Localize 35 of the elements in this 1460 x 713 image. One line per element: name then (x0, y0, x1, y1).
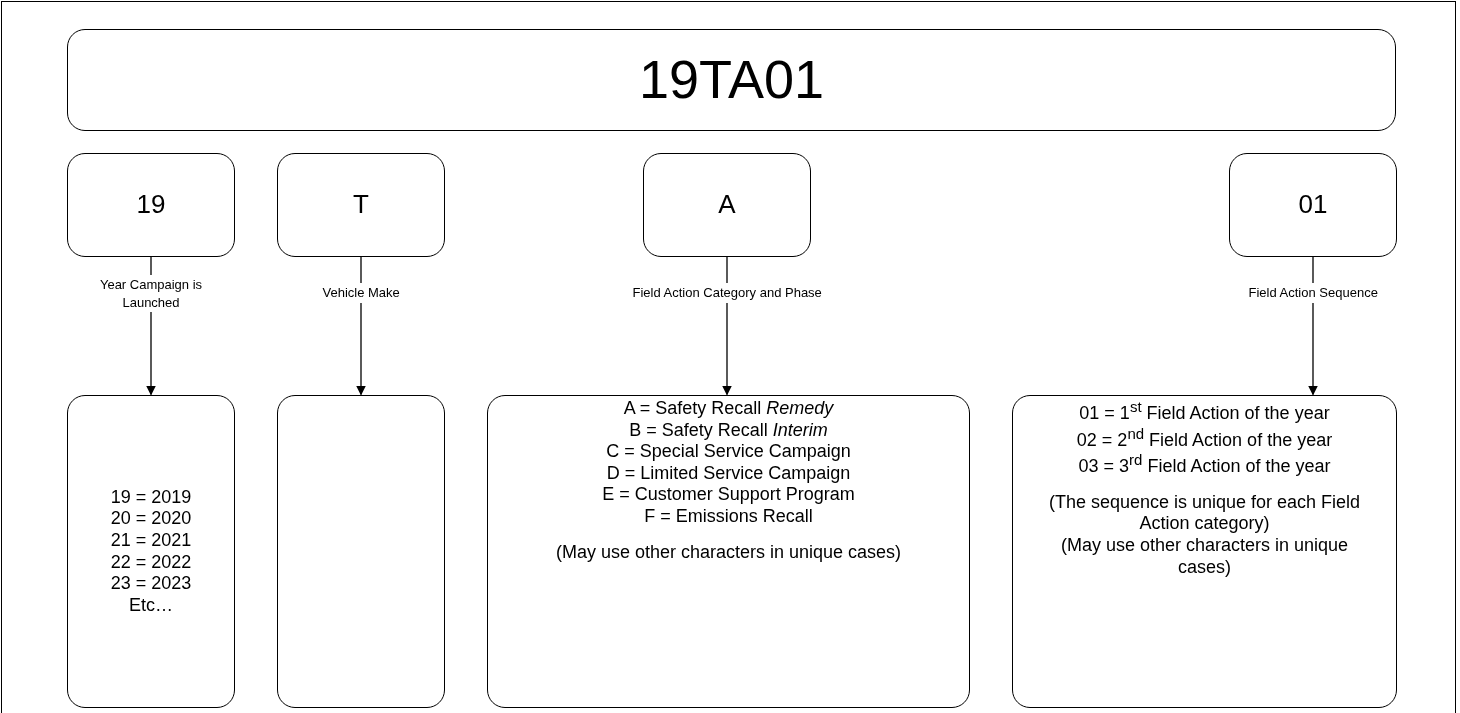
edge-label: Field Action Sequence (1246, 283, 1380, 303)
legend-box (487, 395, 970, 708)
code-box (643, 153, 811, 257)
list-line: (May use other characters in unique cases) (554, 541, 903, 564)
list-line: 22 = 2022 (110, 551, 192, 574)
list-line: D = Limited Service Campaign (605, 462, 852, 485)
list-line: 23 = 2023 (110, 573, 192, 595)
legend-box (67, 395, 235, 708)
edge-label: Vehicle Make (320, 283, 402, 303)
list-line: C = Special Service Campaign (605, 441, 852, 463)
list-line: 20 = 2020 (110, 508, 192, 530)
code-box (1229, 153, 1397, 257)
list-line: (The sequence is unique for each Field Action category) (1047, 491, 1362, 535)
list-line: 21 = 2021 (110, 529, 192, 552)
list-line: E = Customer Support Program (601, 484, 856, 506)
edge-label: Field Action Category and Phase (630, 283, 824, 303)
code-text: T (353, 189, 369, 221)
code-box (67, 153, 235, 257)
list-line: 01 = 1$^{st}$ Field Action of the year (1078, 398, 1331, 425)
code-text: 19TA01 (638, 50, 825, 110)
code-text: 19 (136, 189, 166, 221)
code-text: 01 (1298, 189, 1328, 221)
empty-box (277, 395, 445, 708)
list-line: Etc… (129, 594, 173, 617)
title-box (67, 29, 1396, 131)
list-line: (May use other characters in unique cases) (1059, 534, 1350, 579)
list-line: 03 = 3$^{rd}$ Field Action of the year (1077, 451, 1332, 478)
code-box (277, 153, 445, 257)
code-text: A (718, 189, 736, 221)
list-line: B = Safety Recall Interim (628, 419, 829, 442)
legend-box (1012, 395, 1397, 708)
list-line: 02 = 2$^{nd}$ Field Action of the year (1075, 424, 1334, 452)
list-line: F = Emissions Recall (643, 505, 814, 528)
list-line: 19 = 2019 (110, 486, 192, 509)
list-line: A = Safety Recall Remedy (622, 398, 835, 420)
